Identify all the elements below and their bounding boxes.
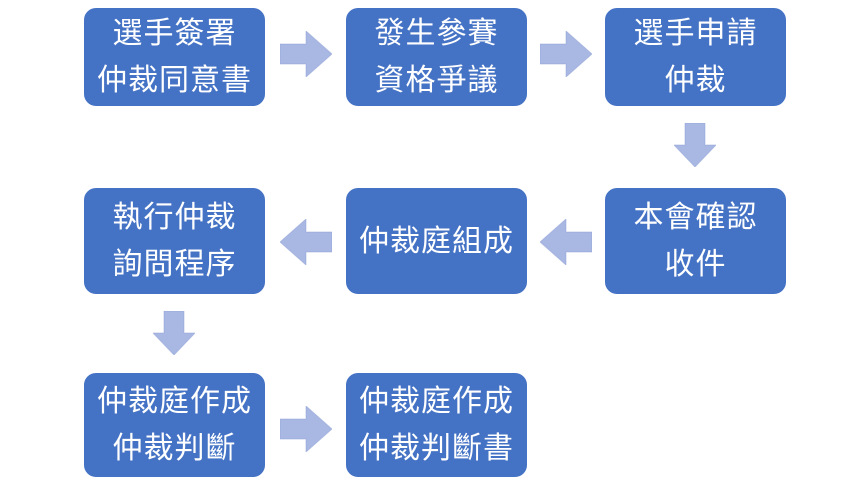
box-text-line: 本會確認: [633, 201, 758, 234]
box-sign-agreement: 選手簽署 仲裁同意書: [81, 5, 268, 109]
box-text-line: 仲裁庭作成: [97, 385, 252, 418]
box-text-line: 仲裁判斷書: [359, 432, 514, 465]
box-text-line: 執行仲裁: [112, 201, 237, 234]
box-text-line: 選手申請: [633, 17, 758, 50]
box-text-line: 詢問程序: [112, 248, 237, 281]
arrow-left-icon: [280, 219, 332, 265]
box-text-line: 資格爭議: [374, 64, 499, 97]
arrow-right-icon: [540, 31, 592, 77]
box-award-document: 仲裁庭作成 仲裁判斷書: [343, 370, 530, 480]
box-text-line: 收件: [664, 248, 727, 281]
box-tribunal-formation: 仲裁庭組成: [343, 185, 530, 297]
arrow-down-icon: [153, 311, 195, 355]
arrow-left-icon: [540, 219, 592, 265]
box-text-line: 仲裁判斷: [112, 432, 237, 465]
box-text-line: 仲裁庭組成: [359, 224, 514, 258]
box-text-line: 發生參賽: [374, 17, 499, 50]
box-dispute-occurs: 發生參賽 資格爭議: [343, 5, 530, 109]
box-text-line: 仲裁庭作成: [359, 385, 514, 418]
arrow-right-icon: [280, 406, 332, 452]
box-text-line: 仲裁同意書: [97, 64, 252, 97]
box-make-award: 仲裁庭作成 仲裁判斷: [81, 370, 268, 480]
box-text-line: 選手簽署: [112, 17, 237, 50]
box-inquiry-procedure: 執行仲裁 詢問程序: [81, 185, 268, 297]
box-text-line: 仲裁: [664, 64, 727, 97]
arrow-right-icon: [280, 31, 332, 77]
box-confirm-receipt: 本會確認 收件: [602, 185, 789, 297]
box-apply-arbitration: 選手申請 仲裁: [602, 5, 789, 109]
arrow-down-icon: [674, 123, 716, 167]
